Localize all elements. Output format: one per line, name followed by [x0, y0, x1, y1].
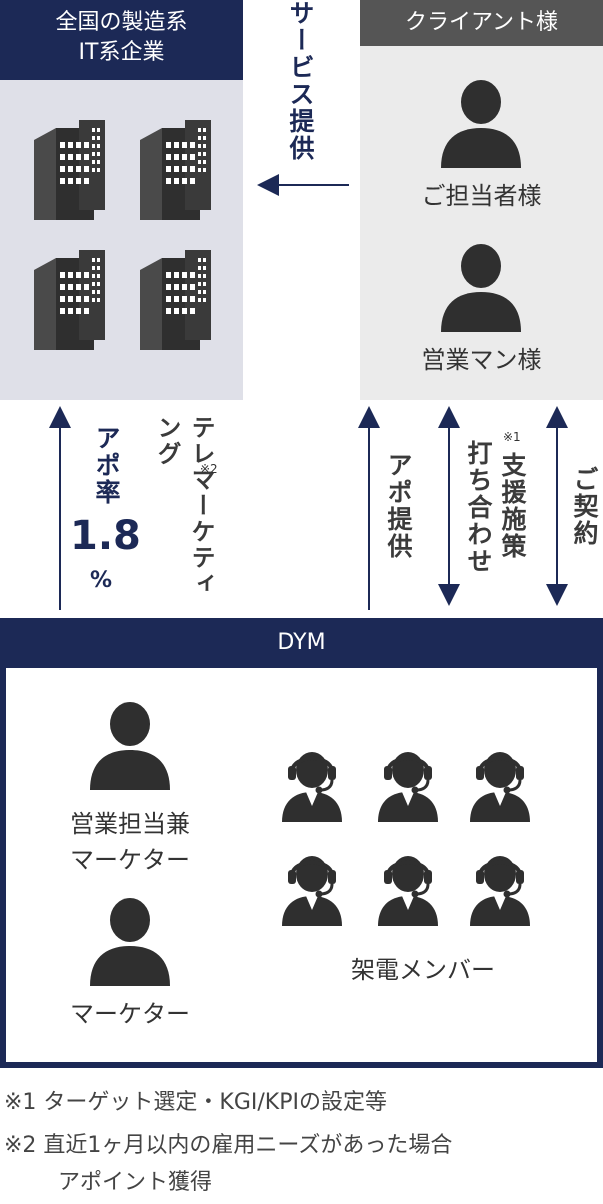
apo-rate-label: アポ率 — [92, 425, 121, 506]
client-person1-label: ご担当者様 — [421, 182, 542, 210]
building-icon — [140, 120, 211, 220]
client-person-icon-2 — [441, 244, 521, 332]
flow-arrows — [49, 406, 568, 610]
dym-person-icon-2 — [90, 898, 170, 986]
support-meeting-line2: 打ち合わせ — [464, 440, 493, 575]
client-person-icon-1 — [441, 80, 521, 168]
callers-illustration — [280, 750, 532, 928]
right-client-panel — [360, 0, 603, 400]
support-meeting-arrow — [438, 406, 460, 606]
client-person2-label: 営業マン様 — [421, 346, 542, 374]
building-icon — [34, 120, 105, 220]
footnote-1: ※1 ターゲット選定・KGI/KPIの設定等 — [4, 1090, 387, 1115]
left-panel-header: 全国の製造系 IT系企業 — [0, 0, 243, 80]
headset-operator-icon — [376, 750, 440, 824]
headset-operator-icon — [280, 854, 344, 928]
footnote-2-line2: アポイント獲得 — [58, 1170, 213, 1195]
dym-person1-label: 営業担当兼 マーケター — [30, 806, 230, 878]
right-panel-header: クライアント様 — [360, 0, 603, 46]
footnote-2-line1: ※2 直近1ヶ月以内の雇用ニーズがあった場合 — [4, 1133, 453, 1158]
service-arrow — [257, 174, 349, 196]
support-meeting-note-mark: ※1 — [503, 430, 521, 444]
callers-label: 架電メンバー — [351, 956, 495, 984]
dym-person1-label-line1: 営業担当兼 — [70, 810, 190, 838]
apo-rate-value: 1.8 — [70, 513, 141, 559]
contract-label: ご契約 — [570, 466, 599, 547]
contract-arrow — [546, 406, 568, 606]
buildings-illustration — [34, 120, 211, 350]
apo-rate-arrow — [49, 406, 71, 610]
left-panel-title-line2: IT系企業 — [78, 40, 165, 65]
dym-person2-label: マーケター — [70, 1000, 190, 1028]
apo-rate-unit: % — [90, 568, 113, 593]
dym-person1-label-line2: マーケター — [70, 846, 190, 874]
headset-operator-icon — [280, 750, 344, 824]
headset-operator-icon — [468, 750, 532, 824]
building-icon — [34, 250, 105, 350]
dym-panel-title: DYM — [277, 630, 326, 655]
apo-provide-label: アポ提供 — [384, 452, 413, 560]
headset-operator-icon — [376, 854, 440, 928]
service-provide-label: サービス提供 — [286, 0, 315, 162]
building-icon — [140, 250, 211, 350]
telemarketing-note-mark: ※2 — [200, 462, 218, 476]
apo-provide-arrow — [358, 406, 380, 610]
left-panel-title-line1: 全国の製造系 — [55, 10, 188, 35]
telemarketing-label: テレマーケティング — [153, 415, 215, 597]
headset-operator-icon — [468, 854, 532, 928]
support-meeting-line1: 支援施策 — [498, 452, 527, 560]
dym-person-icon-1 — [90, 702, 170, 790]
